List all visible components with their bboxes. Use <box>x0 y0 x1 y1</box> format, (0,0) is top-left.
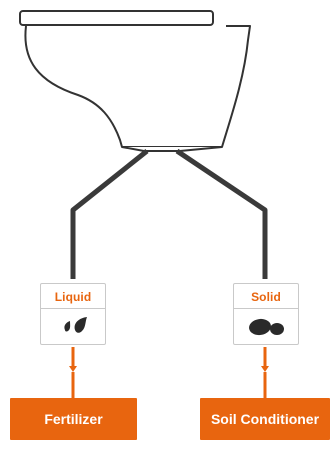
fertilizer-output-box: Fertilizer <box>10 398 137 440</box>
solid-box-divider <box>234 308 298 309</box>
fertilizer-label: Fertilizer <box>44 411 102 427</box>
soil-conditioner-output-box: Soil Conditioner <box>200 398 330 440</box>
liquid-drops-icon <box>41 310 105 344</box>
liquid-box-divider <box>41 308 105 309</box>
solid-pipe <box>177 151 265 279</box>
soil-conditioner-label: Soil Conditioner <box>211 411 319 427</box>
liquid-stream-box: Liquid <box>40 283 106 345</box>
liquid-pipe <box>73 151 147 279</box>
liquid-flow-arrow <box>69 347 77 398</box>
solid-flow-arrow <box>261 347 269 398</box>
solid-particles-icon <box>234 310 298 344</box>
toilet-icon <box>20 11 250 151</box>
liquid-label: Liquid <box>41 290 105 304</box>
solid-stream-box: Solid <box>233 283 299 345</box>
solid-label: Solid <box>234 290 298 304</box>
